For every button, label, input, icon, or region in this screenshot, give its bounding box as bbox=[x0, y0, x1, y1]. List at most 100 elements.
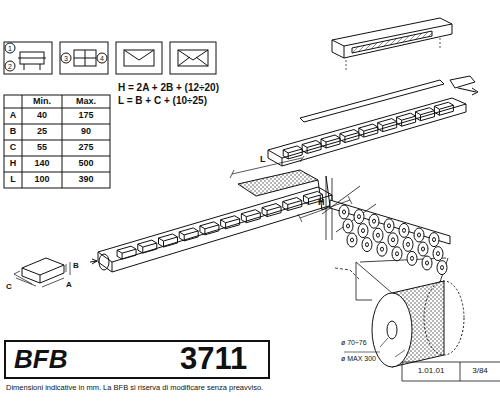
forming-roller bbox=[339, 205, 349, 219]
roller-hub bbox=[441, 266, 444, 270]
product-pack bbox=[241, 213, 260, 223]
product-pack bbox=[117, 249, 136, 259]
forming-roller bbox=[403, 237, 413, 251]
formula: H = 2A + 2B + (12÷20) bbox=[118, 83, 219, 93]
callout-number: 3 bbox=[64, 55, 68, 62]
logo-text: BFB bbox=[14, 346, 67, 372]
forming-roller bbox=[377, 242, 387, 256]
table-cell: 25 bbox=[37, 127, 47, 136]
product-pack bbox=[321, 138, 340, 148]
table-cell: L bbox=[10, 175, 16, 184]
forming-roller bbox=[418, 242, 428, 256]
roller-hub bbox=[343, 210, 346, 214]
forming-roller bbox=[343, 219, 353, 233]
roller-hub bbox=[433, 238, 436, 242]
table-cell: B bbox=[10, 127, 17, 136]
forming-roller bbox=[384, 219, 394, 233]
product-pack bbox=[397, 113, 416, 120]
product-pack bbox=[434, 102, 453, 109]
product-pack bbox=[359, 127, 378, 137]
dimension-letter: C bbox=[6, 283, 12, 291]
product-pack bbox=[378, 122, 397, 132]
forming-roller bbox=[373, 228, 383, 242]
roller-hub bbox=[411, 256, 414, 260]
table-cell: 55 bbox=[37, 143, 47, 152]
dimension-letter: B bbox=[73, 262, 79, 270]
forming-roller bbox=[358, 224, 368, 238]
date-code: 3/84 bbox=[472, 367, 488, 375]
product-pack bbox=[262, 207, 281, 217]
table-cell: 100 bbox=[34, 175, 49, 184]
roller-hub bbox=[388, 224, 391, 228]
product-pack bbox=[138, 240, 157, 247]
product-pack bbox=[159, 234, 178, 241]
roller-hub bbox=[377, 233, 380, 237]
callout-number: 4 bbox=[100, 55, 104, 62]
product-pack bbox=[416, 111, 435, 121]
roller-hub bbox=[396, 252, 399, 256]
roller-hub bbox=[347, 224, 350, 228]
roller-hub bbox=[426, 261, 429, 265]
forming-roller bbox=[433, 247, 443, 261]
product-pack bbox=[283, 146, 302, 153]
roller-hub bbox=[366, 243, 369, 247]
product-pack bbox=[200, 222, 219, 229]
product-pack bbox=[378, 119, 397, 126]
forming-roller bbox=[369, 214, 379, 228]
product-pack bbox=[302, 143, 321, 153]
roller-hub bbox=[381, 247, 384, 251]
table-cell: 140 bbox=[34, 159, 49, 168]
roller-hub bbox=[392, 238, 395, 242]
dimension-letter: H bbox=[318, 198, 325, 207]
product-pack bbox=[221, 216, 240, 223]
table-cell: 40 bbox=[37, 111, 47, 120]
roller-hub bbox=[351, 238, 354, 242]
product-pack bbox=[416, 108, 435, 115]
callout-number: 2 bbox=[8, 63, 12, 70]
product-pack bbox=[241, 210, 260, 217]
table-cell: 90 bbox=[81, 127, 91, 136]
product-pack bbox=[434, 105, 453, 115]
forming-roller bbox=[437, 261, 447, 275]
callout-number: 1 bbox=[8, 45, 12, 52]
product-pack bbox=[262, 204, 281, 211]
table-cell: A bbox=[10, 111, 17, 120]
product-pack bbox=[159, 237, 178, 247]
table-cell: 390 bbox=[78, 175, 93, 184]
product-pack bbox=[321, 135, 340, 142]
table-header: Max. bbox=[76, 97, 96, 106]
product-pack bbox=[179, 228, 198, 235]
drawing-code: 1.01.01 bbox=[418, 367, 445, 375]
dimension-text: ø 70÷76 bbox=[341, 339, 367, 346]
roller-hub bbox=[403, 228, 406, 232]
product-pack bbox=[117, 246, 136, 253]
forming-roller bbox=[347, 233, 357, 247]
table-cell: H bbox=[10, 159, 17, 168]
model-number: 3711 bbox=[180, 343, 247, 374]
roller-hub bbox=[362, 229, 365, 233]
table-cell: C bbox=[10, 143, 17, 152]
forming-roller bbox=[422, 256, 432, 270]
roller-hub bbox=[422, 247, 425, 251]
forming-roller bbox=[407, 251, 417, 265]
forming-roller bbox=[362, 238, 372, 252]
product-pack bbox=[283, 198, 302, 205]
table-header: Min. bbox=[33, 97, 51, 106]
product-pack bbox=[283, 201, 302, 211]
product-pack bbox=[340, 130, 359, 137]
dimension-text: ø MAX 300 bbox=[341, 355, 376, 362]
table-cell: 175 bbox=[78, 111, 93, 120]
forming-roller bbox=[388, 233, 398, 247]
product-pack bbox=[179, 231, 198, 241]
table-cell: 275 bbox=[78, 143, 93, 152]
forming-roller bbox=[399, 223, 409, 237]
roller-hub bbox=[358, 215, 361, 219]
forming-roller bbox=[354, 210, 364, 224]
footer-note: Dimensioni indicative in mm. La BFB si r… bbox=[6, 384, 263, 392]
table-cell: 500 bbox=[78, 159, 93, 168]
product-pack bbox=[359, 124, 378, 131]
forming-roller bbox=[429, 233, 439, 247]
product-pack bbox=[221, 219, 240, 229]
